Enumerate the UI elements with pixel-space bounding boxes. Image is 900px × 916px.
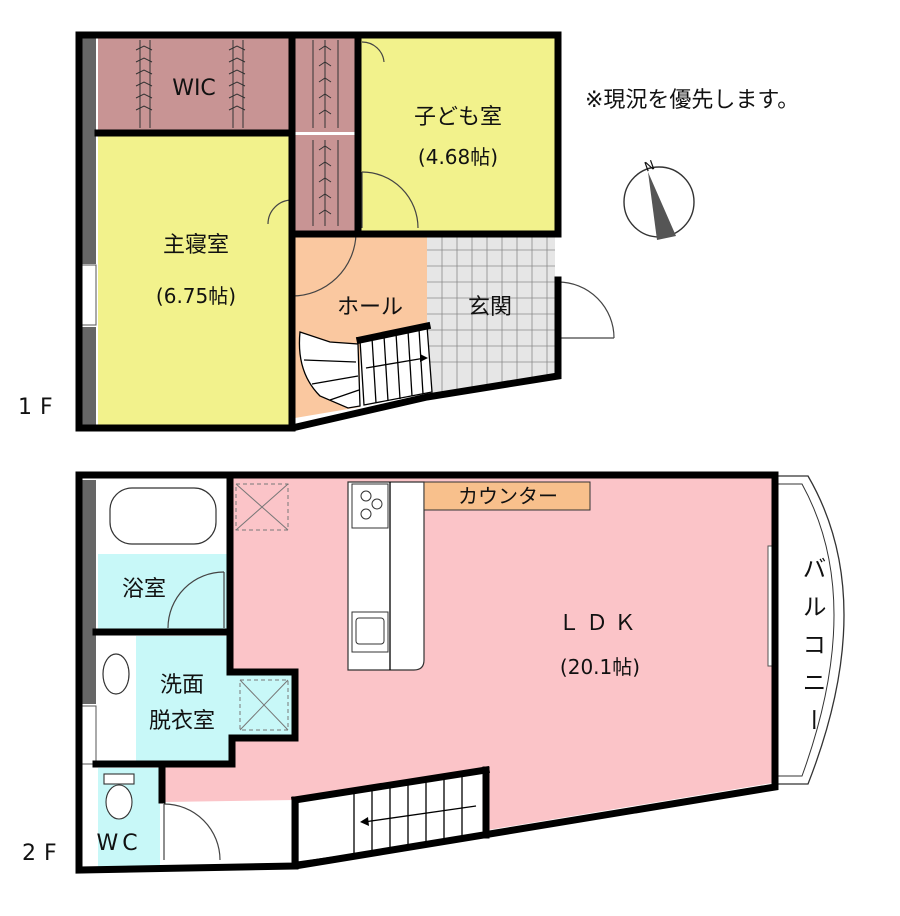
stove-icon [360,490,383,520]
floor-label-2f: 2F [22,841,65,866]
room-size-child: (4.68帖) [418,145,498,169]
front-door-swing [557,281,615,339]
room-size-master: (6.75帖) [156,284,236,308]
room-label-bath: 浴室 [122,577,166,602]
ldk [165,478,772,862]
entrance-tile-grid [427,234,555,395]
room-label-entrance: 玄関 [468,295,512,320]
column-1f-lower [82,327,96,427]
room-label-wc: WC [96,831,141,856]
room-label-counter: カウンター [458,484,558,508]
room-label-wic: WIC [172,76,216,101]
entrance [427,234,555,397]
balcony [776,475,845,785]
room-label-washroom-1: 洗面 [160,673,204,698]
master-bedroom [98,135,292,428]
floor-2: カウンター ＬＤＫ (20.1帖) 浴室 洗面 脱衣室 WC バルコニー 2F [22,471,845,874]
compass-north-icon: N [623,158,695,240]
walls-1f [75,31,562,432]
wic-closet [98,38,292,132]
kitchen-sink-icon [355,617,385,645]
room-label-hall: ホール [337,295,403,320]
child-room [360,38,555,231]
column-2f [82,480,96,704]
sink-icon [102,653,130,695]
wc [98,768,160,868]
doors-2f [163,571,225,861]
toilet-icon [103,773,135,820]
closet-top-right [295,38,357,132]
stairs-1f [298,325,433,409]
disclaimer-note: ※現況を優先します。 [585,88,799,113]
ventilation-icon-2 [239,679,289,731]
closet-middle [295,135,357,231]
room-label-washroom-2: 脱衣室 [149,709,215,734]
walls-2f [75,471,779,874]
counter [423,481,591,511]
closet-hatching [135,40,339,226]
room-label-child: 子ども室 [414,105,502,130]
floor-1: WIC 子ども室 (4.68帖) 主寝室 (6.75帖) ホール 玄関 1F [18,31,615,432]
room-size-ldk: (20.1帖) [560,655,640,679]
compass-label: N [643,158,657,175]
room-label-ldk: ＬＤＫ [558,611,642,636]
ventilation-icon-1 [235,483,289,531]
room-label-master: 主寝室 [163,233,229,258]
room-label-balcony: バルコニー [798,556,826,746]
column-1f-upper [82,38,96,264]
floor-label-1f: 1F [18,395,61,420]
bathtub-icon [109,487,217,545]
bath [98,554,228,632]
